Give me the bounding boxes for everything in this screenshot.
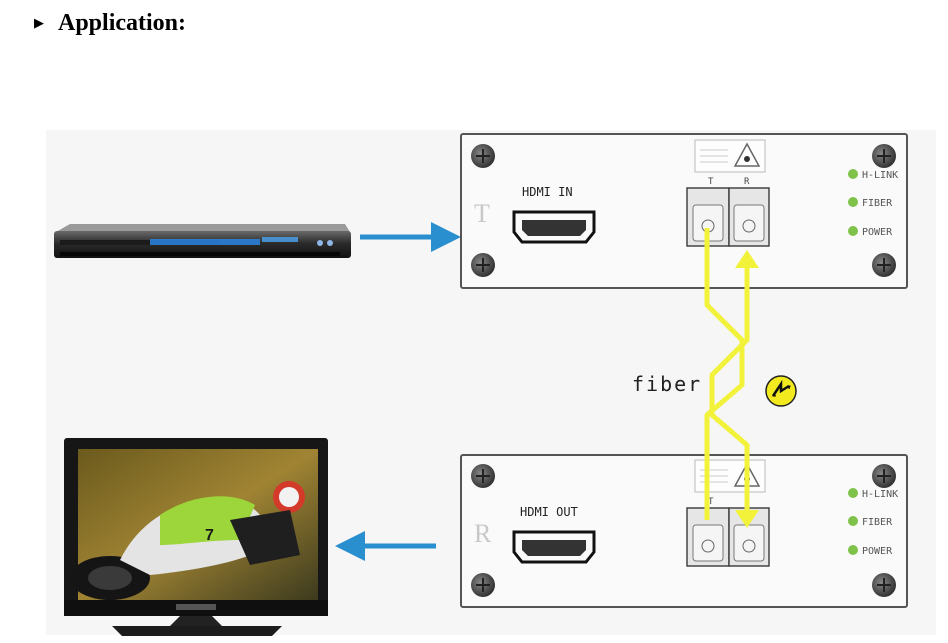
screw-icon: [471, 464, 495, 488]
fiber-led: [848, 197, 858, 207]
h-link-led: [848, 488, 858, 498]
led-label-h-link: H-LINK: [862, 489, 898, 500]
fiber-led: [848, 516, 858, 526]
led-label-h-link: H-LINK: [862, 170, 898, 181]
screw-icon: [872, 253, 896, 277]
led-label-fiber: FIBER: [862, 198, 893, 209]
tx-port-label: T: [708, 177, 714, 187]
led-label-power: POWER: [862, 227, 893, 238]
fiber-label: fiber: [632, 372, 702, 396]
screw-icon: [471, 253, 495, 277]
hdmi-out-label: HDMI OUT: [520, 505, 578, 519]
hdmi-in-label: HDMI IN: [522, 185, 573, 199]
receiver-letter: R: [474, 519, 492, 548]
dvd-player-icon: [54, 224, 351, 258]
tv-monitor-icon: 7: [64, 438, 328, 636]
receiver-panel: R HDMI OUT T R H-LINK FIBER POWER: [461, 455, 907, 607]
led-label-fiber: FIBER: [862, 517, 893, 528]
transmitter-panel: T HDMI IN T R H-LINK FIBER POWER: [461, 134, 907, 288]
screw-icon: [872, 464, 896, 488]
h-link-led: [848, 169, 858, 179]
screw-icon: [872, 573, 896, 597]
bidirectional-signal-icon: [766, 376, 796, 406]
led-label-power: POWER: [862, 546, 893, 557]
svg-text:7: 7: [205, 527, 214, 544]
rx-port-label: R: [744, 177, 750, 187]
power-led: [848, 226, 858, 236]
screw-icon: [471, 144, 495, 168]
laser-warning-icon: [695, 140, 765, 172]
screw-icon: [471, 573, 495, 597]
screw-icon: [872, 144, 896, 168]
power-led: [848, 545, 858, 555]
transmitter-letter: T: [474, 199, 490, 228]
